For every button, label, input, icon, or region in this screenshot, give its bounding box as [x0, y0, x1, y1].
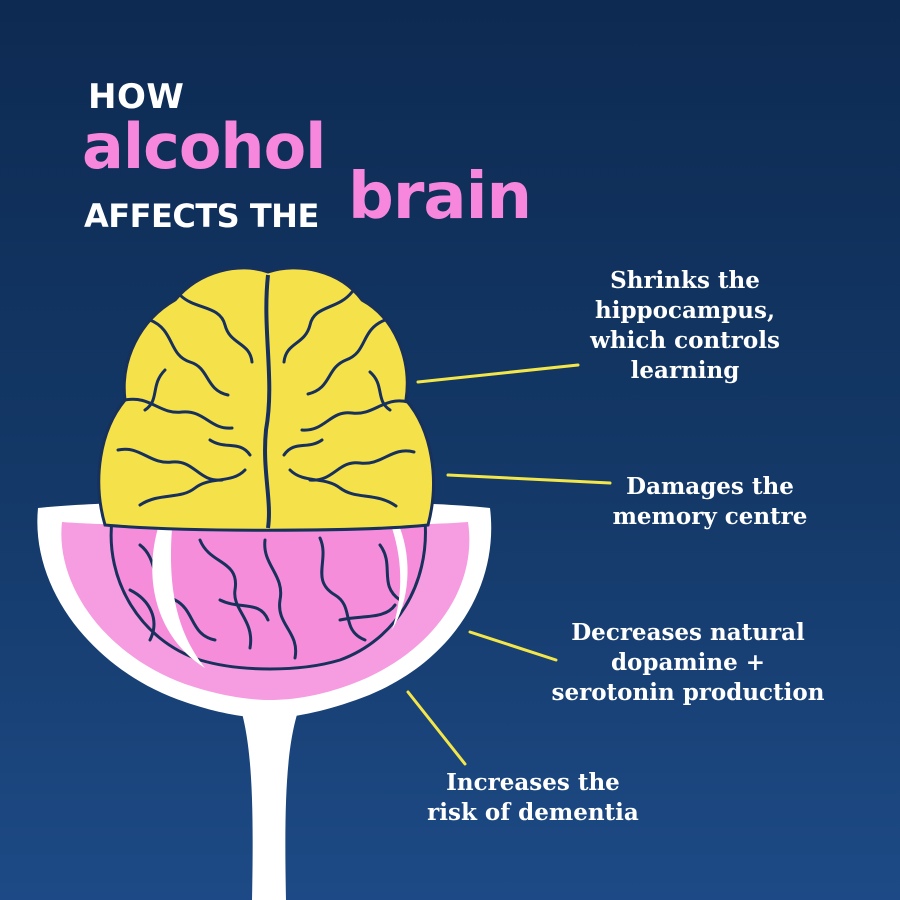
- glass-stem: [238, 700, 302, 900]
- callout-line: dopamine +: [610, 649, 766, 676]
- leader-line-dementia: [406, 690, 467, 766]
- leader-line-hippocampus: [416, 363, 580, 384]
- callout-line: serotonin production: [551, 679, 825, 706]
- callout-dopamine-serotonin: Decreases natural dopamine + serotonin p…: [538, 618, 838, 708]
- callout-line: hippocampus,: [595, 297, 775, 324]
- title-brain: brain: [348, 160, 532, 234]
- callout-line: Shrinks the: [610, 267, 760, 294]
- callout-dementia: Increases the risk of dementia: [408, 768, 658, 828]
- callout-line: risk of dementia: [427, 799, 639, 826]
- title-alcohol: alcohol: [82, 110, 326, 183]
- callout-line: Decreases natural: [571, 619, 805, 646]
- brain-icon: [97, 266, 435, 532]
- leader-lines: [406, 363, 612, 766]
- title-how: HOW: [88, 77, 185, 117]
- callout-line: Increases the: [446, 769, 620, 796]
- leader-line-dopamine: [468, 630, 558, 662]
- callout-memory-centre: Damages the memory centre: [600, 472, 820, 532]
- callout-line: memory centre: [612, 503, 808, 530]
- title-affects-the: AFFECTS THE: [84, 197, 319, 235]
- callout-line: Damages the: [626, 473, 794, 500]
- callout-line: learning: [630, 357, 740, 384]
- leader-line-memory: [446, 473, 612, 485]
- callout-hippocampus: Shrinks the hippocampus, which controls …: [580, 266, 790, 386]
- callout-line: which controls: [590, 327, 780, 354]
- brain-submerged: [109, 518, 427, 671]
